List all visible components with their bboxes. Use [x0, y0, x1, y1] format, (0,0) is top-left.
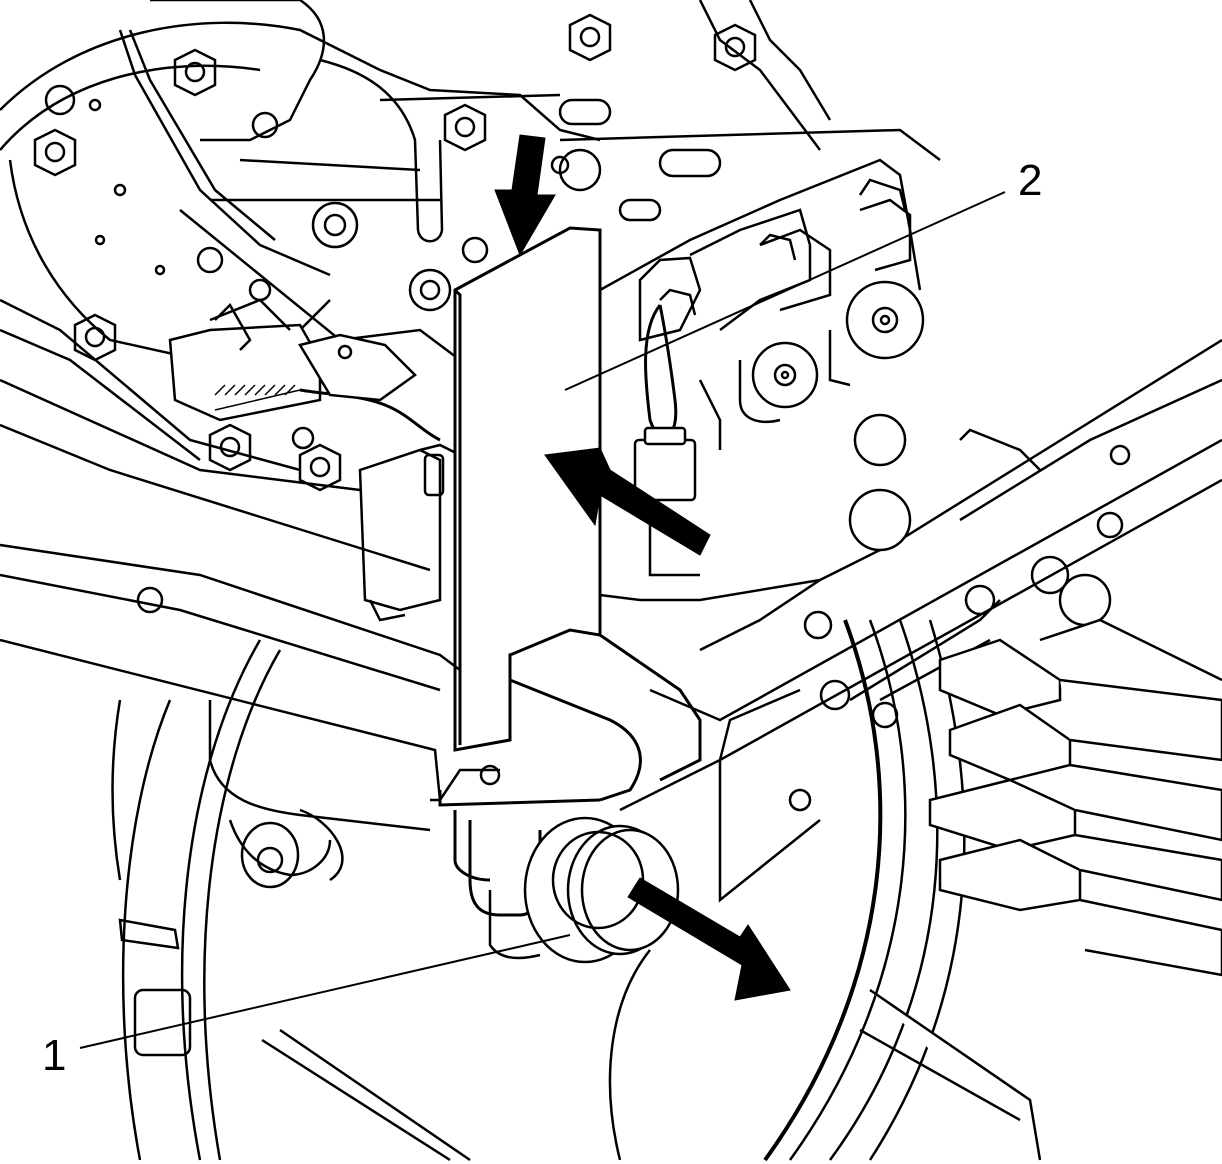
- callout-2: 2: [1018, 156, 1042, 205]
- arrow-down: [494, 134, 556, 257]
- bolt: [443, 103, 487, 152]
- leader-line-2: [564, 191, 1006, 391]
- leader-lines: [79, 191, 1006, 1049]
- bolt: [298, 443, 342, 492]
- valve-ribs: [859, 618, 1222, 1161]
- bolt: [173, 48, 217, 97]
- special-tool: [438, 226, 702, 917]
- plate-bolts: [33, 13, 757, 492]
- callout-1: 1: [42, 1031, 66, 1080]
- frame-bracket: [0, 338, 1222, 903]
- bolt: [73, 313, 117, 362]
- lower-housing: [208, 700, 541, 960]
- leader-line-1: [79, 934, 571, 1049]
- bolt: [568, 13, 612, 62]
- solenoid-assembly: [599, 158, 925, 577]
- wiring-connector: [168, 298, 461, 622]
- bolt: [208, 423, 252, 472]
- bolt: [33, 128, 77, 177]
- arrow-down-right: [627, 877, 791, 1001]
- bolt: [713, 23, 757, 72]
- direction-arrows: [494, 134, 791, 1001]
- arrow-left: [544, 447, 711, 556]
